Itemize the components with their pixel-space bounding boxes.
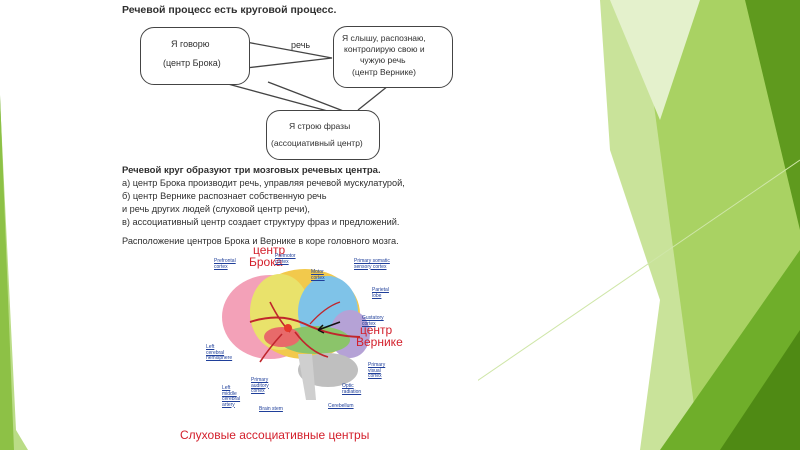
speech-arrow-label: речь [291, 40, 311, 50]
associative-line1: Я строю фразы [289, 121, 351, 131]
diagram-title: Речевой процесс есть круговой процесс. [122, 4, 337, 16]
content-panel: Речевой процесс есть круговой процесс. Я… [118, 0, 478, 450]
listener-line2: контролирую свою и [344, 44, 425, 54]
listener-line1: Я слышу, распознаю, [342, 33, 426, 43]
line-c: в) ассоциативный центр создает структуру… [122, 217, 400, 227]
broca-label-line1: центр [253, 243, 286, 257]
brain-illustration [222, 269, 370, 400]
associative-box: Я строю фразы (ассоциативный центр) [266, 110, 380, 160]
wernicke-label-line1: центр [360, 323, 393, 337]
listener-line3: чужую речь [360, 55, 406, 65]
broca-label-line2: Брока [249, 255, 283, 269]
speaker-box: Я говорю (центр Брока) [140, 27, 250, 85]
speech-circle-heading: Речевой круг образуют три мозговых речев… [122, 165, 381, 176]
label-brainstem: Brain stem [259, 406, 283, 412]
listener-box: Я слышу, распознаю, контролирую свою и ч… [333, 26, 453, 88]
speaker-line1: Я говорю [171, 39, 210, 49]
label-cerebellum: Cerebellum [328, 403, 354, 409]
listener-line4: (центр Вернике) [352, 67, 416, 77]
auditory-centers-caption: Слуховые ассоциативные центры [180, 428, 370, 442]
line-b2: и речь других людей (слуховой центр речи… [122, 204, 310, 214]
line-b1: б) центр Вернике распознает собственную … [122, 191, 327, 201]
speaker-line2: (центр Брока) [163, 58, 221, 68]
figure-caption: Расположение центров Брока и Вернике в к… [122, 236, 399, 246]
wernicke-label-line2: Вернике [356, 335, 403, 349]
line-a: а) центр Брока производит речь, управляя… [122, 178, 405, 188]
associative-line2: (ассоциативный центр) [271, 138, 363, 148]
